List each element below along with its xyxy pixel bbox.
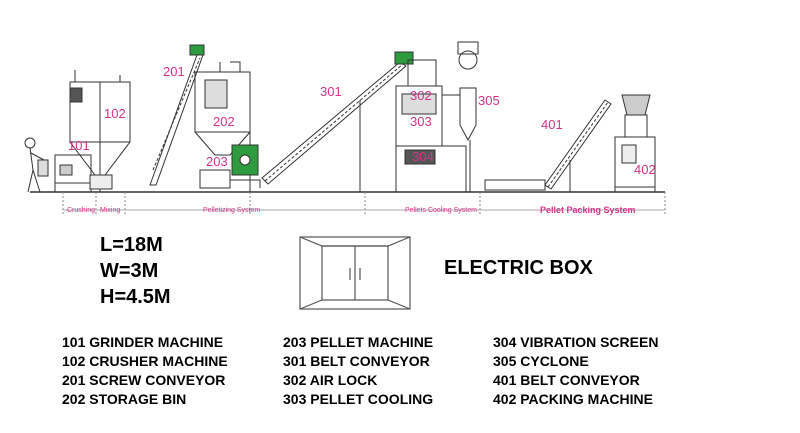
storage-bin-202 (194, 61, 251, 192)
legend-item: 302 AIR LOCK (283, 372, 378, 388)
screw-conveyor-201 (149, 44, 205, 186)
callout-304: 304 (412, 149, 434, 164)
legend-column-1: 101 GRINDER MACHINE 102 CRUSHER MACHINE … (62, 333, 228, 409)
dimension-length: L=18M (100, 234, 163, 256)
section-packing: Pellet Packing System (540, 205, 636, 215)
section-mixing: Mixing (100, 207, 120, 214)
worker-figure (24, 137, 49, 193)
electric-box-drawing (299, 236, 411, 310)
legend-item: 102 CRUSHER MACHINE (62, 353, 228, 369)
callout-302: 302 (410, 88, 432, 103)
legend-item: 305 CYCLONE (493, 353, 589, 369)
plant-dimensions: L=18M W=3M H=4.5M (100, 232, 171, 310)
legend-item: 303 PELLET COOLING (283, 391, 434, 407)
legend-item: 304 VIBRATION SCREEN (493, 334, 659, 350)
callout-301: 301 (320, 84, 342, 99)
legend-item: 401 BELT CONVEYOR (493, 372, 640, 388)
callout-202: 202 (213, 114, 235, 129)
callout-203: 203 (206, 154, 228, 169)
legend-item: 301 BELT CONVEYOR (283, 353, 430, 369)
callout-101: 101 (68, 138, 90, 153)
belt-conveyor-301 (261, 51, 414, 192)
electric-box-label: ELECTRIC BOX (444, 257, 593, 279)
packing-machine-402 (614, 94, 656, 192)
pellet-cooler-302-303 (395, 59, 467, 193)
callout-201: 201 (163, 64, 185, 79)
legend-item: 101 GRINDER MACHINE (62, 334, 224, 350)
section-pelletizing: Pelletizing System (203, 207, 260, 214)
dimension-width: W=3M (100, 260, 159, 282)
callout-401: 401 (541, 117, 563, 132)
grinder-machine-101 (54, 154, 92, 192)
pellet-machine-203 (199, 144, 261, 189)
legend-column-2: 203 PELLET MACHINE 301 BELT CONVEYOR 302… (283, 333, 433, 409)
legend-item: 202 STORAGE BIN (62, 391, 187, 407)
callout-402: 402 (634, 162, 656, 177)
callout-303: 303 (410, 114, 432, 129)
legend-item: 203 PELLET MACHINE (283, 334, 434, 350)
callout-305: 305 (478, 93, 500, 108)
section-crushing: Crushing (67, 207, 95, 214)
legend-item: 201 SCREW CONVEYOR (62, 372, 226, 388)
section-cooling: Pellets Cooling System (405, 207, 477, 214)
legend-item: 402 PACKING MACHINE (493, 391, 653, 407)
callout-102: 102 (104, 106, 126, 121)
cyclone-305 (442, 41, 479, 192)
legend-column-3: 304 VIBRATION SCREEN 305 CYCLONE 401 BEL… (493, 333, 658, 409)
dimension-height: H=4.5M (100, 286, 171, 308)
belt-conveyor-401 (484, 99, 612, 192)
crusher-machine-102 (69, 70, 131, 192)
